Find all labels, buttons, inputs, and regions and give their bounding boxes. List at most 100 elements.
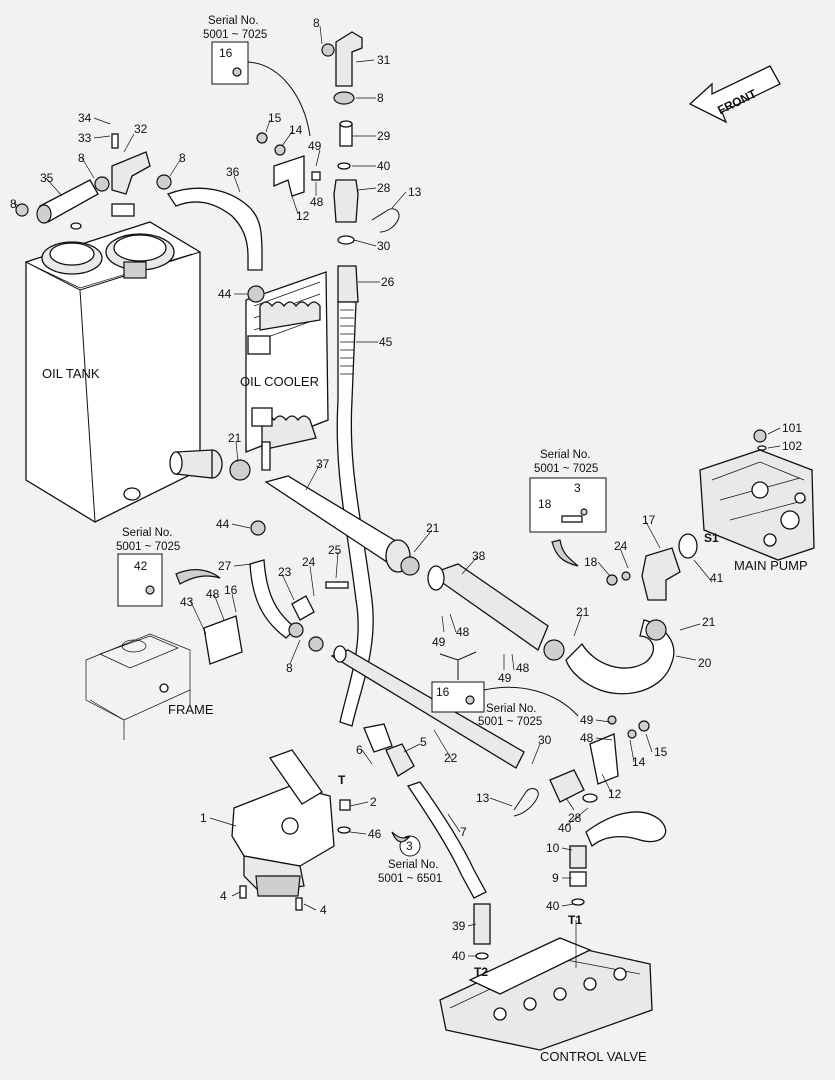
right-lower-fittings xyxy=(513,715,667,906)
callout-number: 8 xyxy=(179,151,186,165)
svg-text:16: 16 xyxy=(219,46,233,60)
fitting-39 xyxy=(473,903,491,945)
svg-text:Serial No.: Serial No. xyxy=(540,449,591,461)
callout-number: 38 xyxy=(472,549,486,563)
svg-text:5001 ~ 7025: 5001 ~ 7025 xyxy=(478,716,542,728)
callout-number: 2 xyxy=(370,795,377,809)
callout-numbers: 8 31 8 29 40 28 13 30 26 45 34 33 32 8 8… xyxy=(10,16,802,963)
frame xyxy=(85,633,191,740)
svg-text:Serial No.: Serial No. xyxy=(388,859,439,871)
callout-number: 16 xyxy=(224,583,238,597)
oil-tank xyxy=(25,203,223,523)
svg-text:18: 18 xyxy=(538,497,552,511)
callout-number: 10 xyxy=(546,841,560,855)
callout-number: 37 xyxy=(316,457,330,471)
serial-note-bottom: 3 Serial No. 5001 ~ 6501 xyxy=(378,831,442,885)
serial-note-left: Serial No. 5001 ~ 7025 42 xyxy=(116,527,221,607)
callout-number: 34 xyxy=(78,111,92,125)
callout-number: 4 xyxy=(220,889,227,903)
callout-number: 1 xyxy=(200,811,207,825)
oil-cooler-label: OIL COOLER xyxy=(240,374,319,389)
svg-text:Serial No.: Serial No. xyxy=(486,703,537,715)
callout-number: 36 xyxy=(226,165,240,179)
callout-number: 14 xyxy=(632,755,646,769)
callout-number: 6 xyxy=(356,743,363,757)
callout-number: 48 xyxy=(310,195,324,209)
svg-text:42: 42 xyxy=(134,559,148,573)
svg-text:5001 ~ 6501: 5001 ~ 6501 xyxy=(378,873,442,885)
callout-number: 12 xyxy=(608,787,622,801)
callout-number: 14 xyxy=(289,123,303,137)
oil-tank-label: OIL TANK xyxy=(42,366,100,381)
callout-number: 44 xyxy=(216,517,230,531)
callout-number: 48 xyxy=(456,625,470,639)
callout-number: 13 xyxy=(408,185,422,199)
callout-number: 25 xyxy=(328,543,342,557)
callout-number: 40 xyxy=(558,821,572,835)
swing-motor xyxy=(231,743,415,911)
main-pump xyxy=(606,429,815,601)
svg-text:Serial No.: Serial No. xyxy=(208,15,259,27)
callout-number: 49 xyxy=(308,139,322,153)
callout-number: 21 xyxy=(228,431,242,445)
callout-number: 15 xyxy=(268,111,282,125)
callout-number: 8 xyxy=(78,151,85,165)
callout-number: 17 xyxy=(642,513,656,527)
callout-number: 48 xyxy=(206,587,220,601)
callout-number: 30 xyxy=(377,239,391,253)
main-pump-label: MAIN PUMP xyxy=(734,558,808,573)
callout-number: 24 xyxy=(302,555,316,569)
front-arrow: FRONT xyxy=(688,65,781,124)
svg-text:Serial No.: Serial No. xyxy=(122,527,173,539)
top-fittings xyxy=(15,31,400,303)
callout-number: 23 xyxy=(278,565,292,579)
callout-number: 9 xyxy=(552,871,559,885)
callout-number: 27 xyxy=(218,559,232,573)
callout-number: 43 xyxy=(180,595,194,609)
callout-number: 33 xyxy=(78,131,92,145)
callout-number: 35 xyxy=(40,171,54,185)
callout-number: 39 xyxy=(452,919,466,933)
callout-number: 5 xyxy=(420,735,427,749)
callout-number: 101 xyxy=(782,421,802,435)
callout-number: 40 xyxy=(377,159,391,173)
serial-note-middle: 16 Serial No. 5001 ~ 7025 xyxy=(431,651,579,728)
serial-note-top: Serial No. 5001 ~ 7025 16 xyxy=(203,15,311,137)
port-s1: S1 xyxy=(704,531,719,545)
callout-number: 8 xyxy=(377,91,384,105)
control-valve-label: CONTROL VALVE xyxy=(540,1049,647,1064)
callout-number: 32 xyxy=(134,122,148,136)
callout-number: 21 xyxy=(576,605,590,619)
callout-number: 15 xyxy=(654,745,668,759)
callout-number: 40 xyxy=(546,899,560,913)
callout-number: 21 xyxy=(426,521,440,535)
callout-number: 49 xyxy=(580,713,594,727)
callout-number: 48 xyxy=(516,661,530,675)
callout-number: 20 xyxy=(698,656,712,670)
callout-number: 13 xyxy=(476,791,490,805)
svg-text:3: 3 xyxy=(574,481,581,495)
callout-number: 18 xyxy=(584,555,598,569)
callout-number: 49 xyxy=(432,635,446,649)
svg-text:5001 ~ 7025: 5001 ~ 7025 xyxy=(534,463,598,475)
frame-label: FRAME xyxy=(168,702,214,717)
port-t: T xyxy=(338,773,346,787)
svg-text:3: 3 xyxy=(406,839,413,853)
callout-number: 49 xyxy=(498,671,512,685)
callout-number: 45 xyxy=(379,335,393,349)
callout-number: 12 xyxy=(296,209,310,223)
callout-number: 28 xyxy=(568,811,582,825)
callout-number: 8 xyxy=(286,661,293,675)
callout-number: 40 xyxy=(452,949,466,963)
callout-number: 21 xyxy=(702,615,716,629)
callout-number: 8 xyxy=(10,197,17,211)
oil-cooler xyxy=(245,271,329,471)
callout-number: 41 xyxy=(710,571,724,585)
svg-text:5001 ~ 7025: 5001 ~ 7025 xyxy=(203,29,267,41)
middle-pipes xyxy=(203,459,675,769)
callout-leaders xyxy=(13,25,781,957)
callout-number: 29 xyxy=(377,129,391,143)
svg-text:5001 ~ 7025: 5001 ~ 7025 xyxy=(116,541,180,553)
svg-text:16: 16 xyxy=(436,685,450,699)
